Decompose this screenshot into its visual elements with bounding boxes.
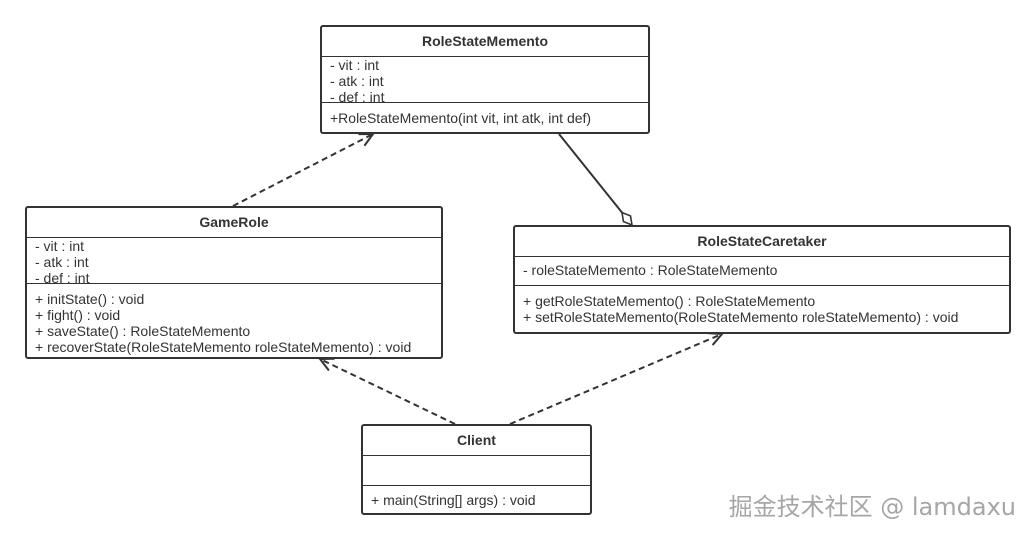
methods-compartment: + main(String[] args) : void — [363, 485, 590, 513]
method-item: + setRoleStateMemento(RoleStateMemento r… — [523, 309, 959, 325]
attribute-item: - roleStateMemento : RoleStateMemento — [523, 262, 778, 278]
methods-compartment: + initState() : void + fight() : void + … — [27, 283, 441, 357]
class-name: RoleStateMemento — [421, 33, 549, 49]
attribute-item: - vit : int — [330, 57, 380, 73]
class-name: GameRole — [199, 214, 269, 230]
attributes-compartment — [363, 455, 590, 485]
attribute-item: - atk : int — [330, 73, 384, 89]
dependency-client-to-rolestatecaretaker — [509, 332, 725, 425]
class-role-state-memento: RoleStateMemento - vit : int - atk : int… — [320, 25, 650, 134]
attribute-item: - def : int — [35, 270, 90, 283]
site-watermark: 掘金技术社区 @ lamdaxu — [728, 493, 1016, 521]
attribute-item: - vit : int — [35, 238, 85, 254]
class-name: RoleStateCaretaker — [697, 233, 827, 249]
aggregation-rolestatecaretaker-to-rolestatememento — [558, 133, 634, 227]
hollow-diamond — [620, 211, 634, 227]
dashed-line — [319, 358, 456, 425]
solid-line — [558, 133, 623, 214]
open-arrowhead — [317, 357, 335, 372]
methods-compartment: +RoleStateMemento(int vit, int atk, int … — [322, 102, 648, 132]
open-arrowhead — [358, 132, 375, 147]
method-item: + recoverState(RoleStateMemento roleStat… — [35, 339, 412, 355]
dashed-line — [509, 333, 723, 425]
method-item: + fight() : void — [35, 307, 121, 323]
methods-compartment: + getRoleStateMemento() : RoleStateMemen… — [515, 285, 1009, 332]
method-item: + main(String[] args) : void — [371, 492, 536, 508]
attributes-compartment: - roleStateMemento : RoleStateMemento — [515, 256, 1009, 285]
method-item: + getRoleStateMemento() : RoleStateMemen… — [523, 293, 816, 309]
class-client: Client + main(String[] args) : void — [361, 424, 592, 515]
dependency-gamerole-to-rolestatememento — [232, 132, 375, 207]
class-game-role: GameRole - vit : int - atk : int - def :… — [25, 206, 443, 359]
method-item: + saveState() : RoleStateMemento — [35, 323, 251, 339]
open-arrowhead — [707, 332, 725, 346]
attribute-item: - atk : int — [35, 254, 89, 270]
class-role-state-caretaker: RoleStateCaretaker - roleStateMemento : … — [513, 225, 1011, 334]
attributes-compartment: - vit : int - atk : int - def : int — [27, 237, 441, 283]
method-item: +RoleStateMemento(int vit, int atk, int … — [330, 110, 592, 126]
dependency-client-to-gamerole — [317, 357, 456, 425]
class-name: Client — [457, 432, 496, 448]
attribute-item: - def : int — [330, 89, 385, 102]
method-item: + initState() : void — [35, 291, 145, 307]
attributes-compartment: - vit : int - atk : int - def : int — [322, 56, 648, 102]
dashed-line — [232, 133, 374, 207]
